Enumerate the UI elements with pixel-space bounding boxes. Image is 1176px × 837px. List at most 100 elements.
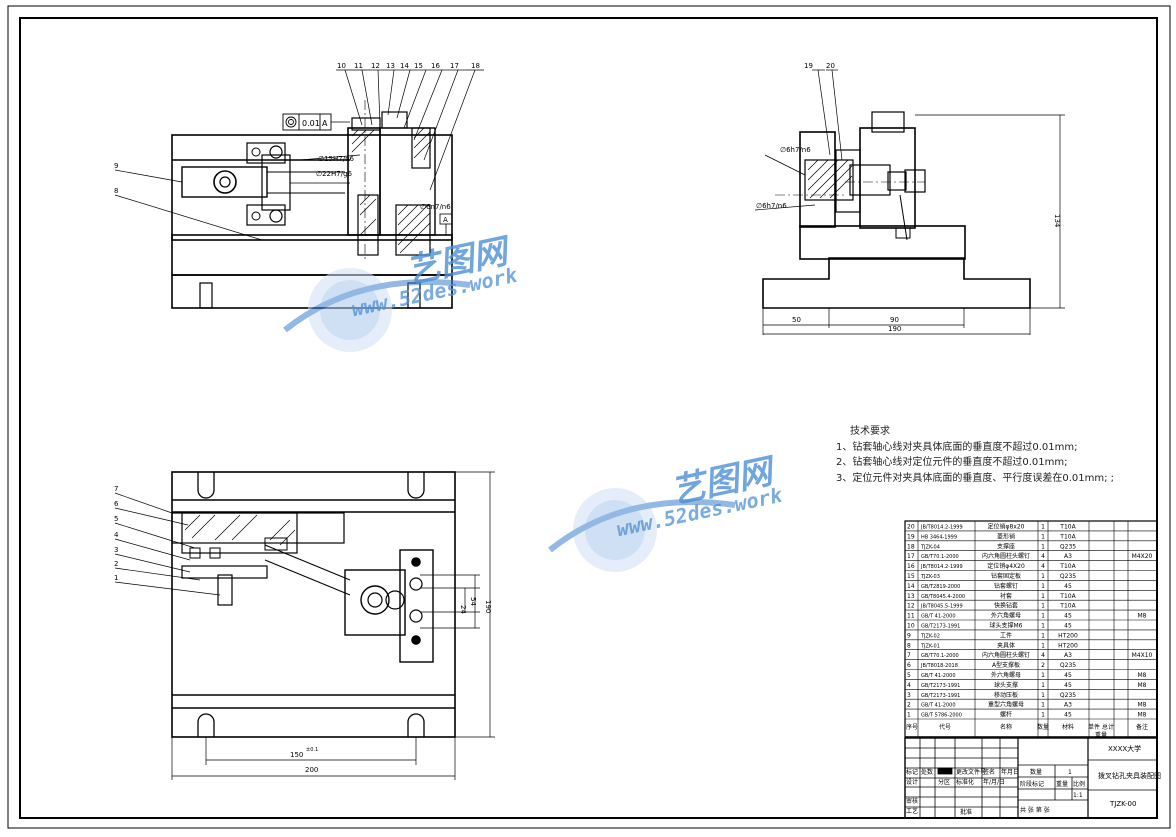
dim-50: 50 — [792, 316, 801, 324]
bom-cell-code: TJZK-02 — [920, 633, 940, 639]
bom-cell-mat: 45 — [1064, 583, 1072, 590]
bom-cell-mat: 45 — [1064, 613, 1072, 620]
tb-sheet: 共 张 第 张 — [1020, 806, 1050, 814]
bom-cell-name: 定位销φ8x20 — [988, 523, 1025, 531]
bom-cell-note: M4X10 — [1132, 652, 1153, 659]
bom-cell-mat: 45 — [1064, 623, 1072, 630]
bom-header-weight: 单件 总计 — [1088, 723, 1114, 731]
bom-cell-no: 11 — [907, 613, 915, 620]
bom-cell-note: M8 — [1138, 702, 1147, 709]
tb-drawing-name: 拨叉钻孔夹具装配图 — [1098, 771, 1161, 780]
tb-scale-value: 1:1 — [1073, 792, 1083, 799]
bom-cell-qty: 1 — [1041, 692, 1045, 699]
bom-cell-no: 9 — [907, 632, 911, 639]
balloon-4: 4 — [114, 531, 119, 539]
tb-stage-label: 阶段标记 — [1020, 780, 1044, 788]
bom-cell-code: JB/T8014.2-1999 — [920, 525, 963, 531]
bom-cell-mat: T10A — [1059, 563, 1076, 570]
bom-cell-mat: Q235 — [1060, 573, 1076, 580]
watermark-globe-2 — [548, 488, 736, 572]
balloon-8: 8 — [114, 187, 118, 195]
balloon-6: 6 — [114, 500, 119, 508]
bom-cell-note: M8 — [1138, 613, 1147, 620]
bom-cell-note: M8 — [1138, 682, 1147, 689]
bom-cell-mat: HT200 — [1058, 632, 1078, 639]
bom-cell-code: TJZK-04 — [920, 544, 940, 550]
bom-cell-name: 内六角圆柱头螺钉 — [982, 552, 1030, 560]
bom-cell-qty: 1 — [1041, 583, 1045, 590]
fit-label-1: ∅15H7/n6 — [318, 155, 355, 163]
bom-cell-qty: 1 — [1041, 593, 1045, 600]
bom-cell-code: GB/T70.1-2000 — [921, 554, 959, 560]
bom-cell-name: 球头支撑 — [994, 681, 1018, 689]
bom-cell-qty: 2 — [1041, 662, 1045, 669]
bom-cell-code: TJZK-03 — [920, 574, 940, 580]
bom-cell-name: A型支撑板 — [992, 661, 1020, 669]
tb-row-change: 更改文件号 — [956, 768, 986, 776]
bom-cell-qty: 1 — [1041, 672, 1045, 679]
tb-row-sign: 签名 — [983, 768, 995, 776]
bom-cell-mat: 45 — [1064, 712, 1072, 719]
bom-cell-mat: HT200 — [1058, 642, 1078, 649]
bom-header-note: 备注 — [1136, 723, 1148, 731]
bom-cell-no: 19 — [907, 533, 915, 540]
side-view-hatch — [807, 159, 853, 199]
bom-cell-qty: 4 — [1041, 652, 1045, 659]
balloon-7: 7 — [114, 485, 118, 493]
tb-left-process: 工艺 — [906, 807, 918, 815]
tech-item-3: 3、定位元件对夹具体底面的垂直度、平行度误差在0.01mm; ; — [836, 472, 1115, 484]
datum-a-label: A — [443, 216, 448, 224]
watermark-globe-1 — [283, 268, 471, 352]
bom-cell-no: 1 — [907, 712, 911, 719]
bom-cell-qty: 1 — [1041, 603, 1045, 610]
bom-cell-no: 20 — [907, 524, 915, 531]
front-view-leaders — [114, 69, 484, 241]
bom-cell-no: 16 — [907, 563, 915, 570]
bom-cell-name: 支撑座 — [997, 542, 1015, 550]
tb-row-zone: 分区 — [938, 778, 950, 786]
bom-header-name: 名称 — [1000, 723, 1012, 731]
bom-cell-mat: Q235 — [1060, 662, 1076, 669]
balloon-3: 3 — [114, 546, 118, 554]
bom-cell-mat: T10A — [1059, 524, 1076, 531]
bom-cell-code: GB/T2173-1991 — [921, 693, 960, 699]
bom-cell-no: 6 — [907, 662, 911, 669]
bom-cell-no: 18 — [907, 543, 915, 550]
bom-cell-code: JB/T8045.5-1999 — [920, 604, 963, 610]
tb-university: XXXX大学 — [1108, 744, 1141, 753]
front-view-hatch — [351, 127, 431, 254]
front-view-labels: 10 11 12 13 14 15 16 17 18 9 8 ∅15H7/n6 … — [114, 62, 480, 211]
bom-cell-no: 4 — [907, 682, 911, 689]
top-view — [171, 471, 456, 738]
tb-revise: 年/月/日 — [983, 778, 1005, 786]
bom-cell-code: GB/T 5786-2000 — [921, 713, 962, 719]
balloon-14: 14 — [400, 62, 409, 70]
bom-cell-name: 菱形销 — [997, 532, 1015, 540]
bom-cell-code: GB/T8045.4-2000 — [921, 594, 965, 600]
bom-cell-name: 螺杆 — [1000, 711, 1012, 719]
bom-cell-qty: 1 — [1041, 702, 1045, 709]
fit-label-2: ∅22H7/g6 — [316, 170, 353, 178]
dim-24: 24 — [459, 605, 467, 614]
bom-cell-qty: 1 — [1041, 533, 1045, 540]
dim-90: 90 — [890, 316, 899, 324]
bom-header-weight2: 重量 — [1095, 731, 1107, 739]
tb-row-mark: 标记 — [906, 768, 918, 776]
balloon-10: 10 — [337, 62, 346, 70]
outer-frame — [7, 5, 1171, 829]
balloon-2: 2 — [114, 560, 118, 568]
tech-item-1: 1、钻套轴心线对夹具体底面的垂直度不超过0.01mm; — [836, 441, 1078, 453]
balloon-19: 19 — [804, 62, 813, 70]
bom-cell-name: 定位销φ4X20 — [987, 562, 1025, 570]
bom-cell-code: GB/T2173-1991 — [921, 683, 960, 689]
dim-54: 54 — [469, 597, 477, 606]
tb-std: 标准化 — [956, 778, 974, 786]
bom-cell-qty: 1 — [1041, 623, 1045, 630]
dim-190-top: 190 — [484, 600, 492, 613]
bom-cell-no: 8 — [907, 642, 911, 649]
inner-frame — [19, 17, 1158, 819]
top-view-dimensions — [114, 471, 495, 780]
bom-cell-name: 内六角圆柱头螺钉 — [982, 651, 1030, 659]
